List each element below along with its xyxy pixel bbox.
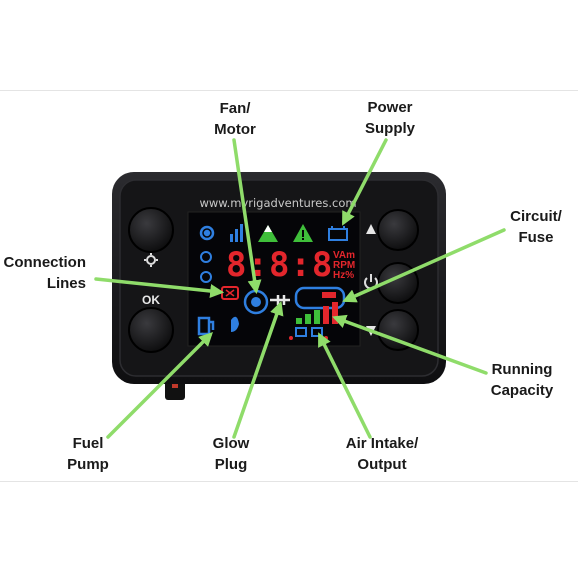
label-running-capacity: Running Capacity bbox=[484, 359, 560, 401]
capacity-bars bbox=[296, 302, 338, 324]
unit-label-2: RPM bbox=[333, 260, 355, 271]
up-arrow-icon bbox=[366, 224, 376, 234]
ok-label: OK bbox=[142, 293, 160, 307]
settings-icon bbox=[199, 225, 215, 241]
arrow-air-intake bbox=[318, 332, 372, 439]
unit-label-1: VAm bbox=[333, 250, 355, 261]
label-fuel-pump-line2: Pump bbox=[67, 456, 109, 473]
ok-button[interactable] bbox=[128, 307, 174, 353]
label-air-intake-output: Air Intake/ Output bbox=[334, 433, 430, 475]
gear-icon bbox=[144, 253, 158, 267]
power-button-left-top[interactable] bbox=[128, 207, 174, 253]
arrow-fuel-pump bbox=[106, 332, 213, 439]
arrow-connection-lines bbox=[94, 277, 225, 298]
annotation-arrows bbox=[94, 138, 506, 439]
label-running-capacity-line2: Capacity bbox=[490, 382, 554, 399]
warning-icon bbox=[293, 224, 313, 242]
down-button[interactable] bbox=[377, 309, 419, 351]
label-fuel-pump-line1: Fuel bbox=[72, 435, 104, 452]
label-running-capacity-line1: Running bbox=[491, 361, 553, 378]
up-button[interactable] bbox=[377, 209, 419, 251]
label-power-supply-line2: Supply bbox=[364, 120, 415, 137]
fuel-drop-icon bbox=[231, 316, 239, 332]
arrow-fan-motor bbox=[232, 138, 262, 295]
mountain-icon bbox=[258, 225, 278, 242]
label-connection-lines: Connection Lines bbox=[0, 252, 87, 294]
label-power-supply: Power Supply bbox=[355, 97, 425, 139]
arrow-power-supply bbox=[342, 138, 388, 226]
label-air-intake-output-line2: Output bbox=[357, 456, 407, 473]
display-digits: 8:8:8 bbox=[226, 245, 333, 285]
label-glow-plug-line2: Plug bbox=[214, 456, 248, 473]
label-circuit-fuse: Circuit/ Fuse bbox=[498, 206, 574, 248]
signal-icon bbox=[230, 224, 243, 242]
label-fan-motor-line2: Motor bbox=[214, 121, 256, 138]
label-circuit-fuse-line2: Fuse bbox=[518, 229, 554, 246]
clock-icon bbox=[200, 251, 212, 283]
label-power-supply-line1: Power bbox=[367, 99, 413, 116]
battery-icon bbox=[328, 226, 348, 241]
label-fan-motor-line1: Fan/ bbox=[219, 100, 251, 117]
arrow-circuit-fuse bbox=[342, 228, 506, 303]
label-fan-motor: Fan/ Motor bbox=[205, 98, 265, 140]
top-border bbox=[0, 90, 578, 91]
label-connection-lines-line1: Connection bbox=[3, 254, 87, 271]
label-circuit-fuse-line1: Circuit/ bbox=[510, 208, 562, 225]
label-connection-lines-line2: Lines bbox=[46, 275, 86, 292]
watermark: www.myrigadventures.com bbox=[199, 196, 356, 210]
unit-label-3: Hz% bbox=[333, 270, 354, 281]
arrow-glow-plug bbox=[232, 301, 284, 439]
label-glow-plug-line1: Glow bbox=[212, 435, 250, 452]
label-fuel-pump: Fuel Pump bbox=[58, 433, 118, 475]
label-air-intake-output-line1: Air Intake/ bbox=[345, 435, 419, 452]
bottom-border bbox=[0, 481, 578, 482]
label-glow-plug: Glow Plug bbox=[201, 433, 261, 475]
arrow-running-capacity bbox=[332, 314, 488, 375]
